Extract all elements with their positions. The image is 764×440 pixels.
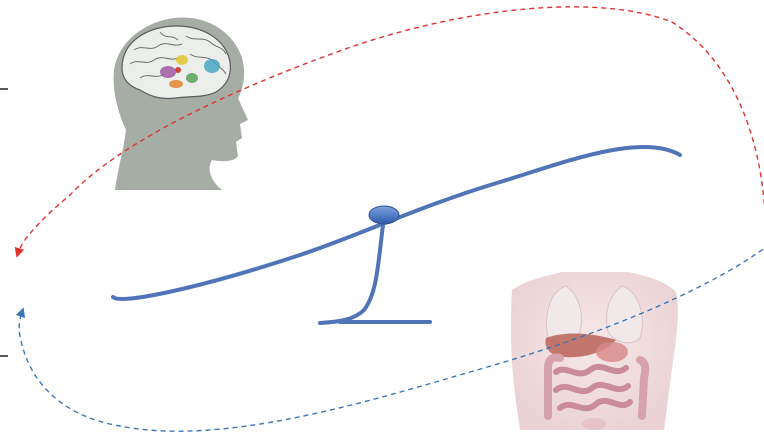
brain-region-green [186, 73, 198, 83]
seesaw-pivot [369, 206, 399, 224]
head-with-brain-icon [114, 17, 248, 190]
stomach-icon [596, 342, 628, 362]
seesaw-stand [320, 218, 430, 323]
brain-region-purple [160, 66, 176, 78]
brain-region-yellow [176, 55, 188, 65]
brain-region-teal [204, 59, 220, 73]
bladder-icon [582, 418, 606, 430]
torso-with-organs-icon [511, 272, 678, 430]
brain-region-red [175, 67, 181, 73]
brain-region-orange [169, 80, 183, 88]
